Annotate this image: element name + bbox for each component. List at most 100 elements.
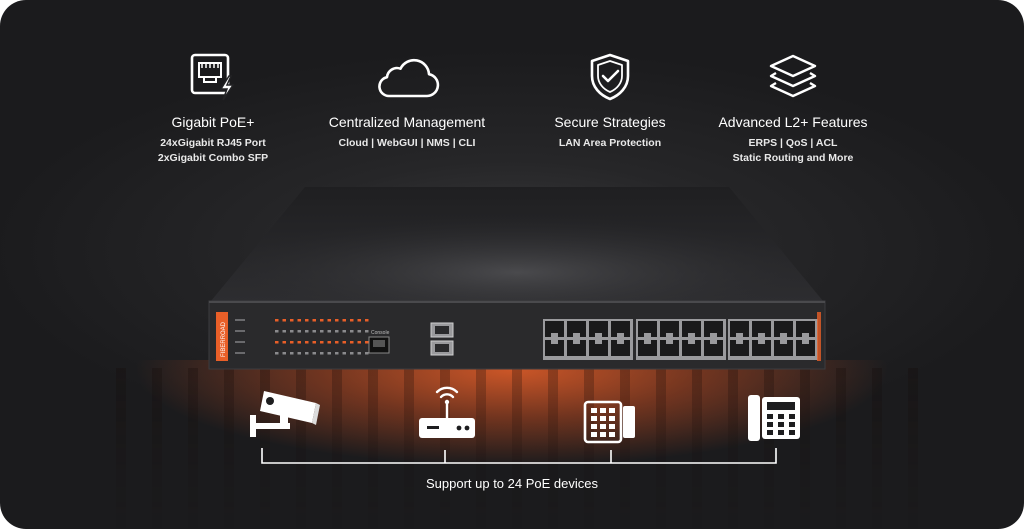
rj45-port-tab — [666, 333, 673, 337]
brand-text: FIBERROAD — [221, 321, 227, 357]
port-led — [365, 341, 369, 344]
rj45-port-tab — [551, 333, 558, 337]
port-led — [282, 330, 286, 333]
port-led — [275, 352, 279, 355]
port-led — [320, 341, 324, 344]
rj45-port-tab — [780, 333, 787, 337]
feature-detail: ERPS | QoS | ACL — [748, 137, 838, 149]
rj45-port-tab — [551, 340, 558, 344]
rj45-port-tab — [710, 340, 717, 344]
port-led — [342, 352, 346, 355]
port-led — [275, 341, 279, 344]
rj45-port — [796, 321, 815, 337]
port-led — [297, 352, 301, 355]
camera-icon — [246, 385, 322, 441]
port-led — [297, 330, 301, 333]
feature-advanced-l2: Advanced L2+ Features ERPS | QoS | ACL S… — [683, 52, 903, 166]
brand-strip — [216, 312, 228, 361]
rj45-port — [589, 340, 608, 356]
port-led — [305, 352, 309, 355]
rj45-port — [704, 321, 723, 337]
port-led — [305, 319, 309, 322]
port-led — [365, 319, 369, 322]
feature-title: Advanced L2+ Features — [718, 114, 868, 130]
rj45-port-tab — [617, 333, 624, 337]
orange-light-glow — [0, 360, 1024, 529]
rj45-port-tab — [688, 333, 695, 337]
feature-detail: LAN Area Protection — [558, 137, 662, 149]
rj45-port — [796, 340, 815, 356]
port-led — [327, 352, 331, 355]
rj45-port-tab — [595, 333, 602, 337]
rj45-port — [589, 321, 608, 337]
ip-phone-icon — [746, 393, 802, 443]
port-led — [305, 341, 309, 344]
port-led — [350, 352, 354, 355]
rj45-port-tab — [617, 340, 624, 344]
rj45-port — [638, 340, 657, 356]
port-led — [297, 319, 301, 322]
port-led — [342, 341, 346, 344]
shield-check-icon — [500, 52, 720, 102]
port-led — [335, 330, 339, 333]
rj45-port — [704, 340, 723, 356]
rj45-port — [730, 340, 749, 356]
port-led — [327, 330, 331, 333]
poe-switch-image: FIBERROAD Console — [208, 187, 826, 370]
rj45-port-tab — [780, 340, 787, 344]
feature-title: Centralized Management — [328, 114, 486, 130]
port-led — [275, 319, 279, 322]
port-led — [282, 341, 286, 344]
feature-title: Secure Strategies — [554, 114, 666, 130]
port-led — [350, 330, 354, 333]
rj45-port-tab — [758, 340, 765, 344]
feature-detail: Cloud | WebGUI | NMS | CLI — [338, 137, 476, 149]
feature-detail: 2xGigabit Combo SFP — [157, 152, 269, 164]
port-led — [357, 330, 361, 333]
rj45-port-tab — [710, 333, 717, 337]
wifi-router-icon — [415, 380, 479, 442]
port-led — [320, 352, 324, 355]
port-led — [335, 352, 339, 355]
rj45-port-tab — [666, 340, 673, 344]
feature-centralized-management: Centralized Management Cloud | WebGUI | … — [297, 52, 517, 151]
feature-gigabit-poe: Gigabit PoE+ 24xGigabit RJ45 Port 2xGiga… — [103, 52, 323, 166]
port-led — [290, 341, 294, 344]
port-led — [312, 319, 316, 322]
rj45-port-tab — [573, 340, 580, 344]
light-rays — [90, 368, 934, 529]
access-keypad-icon — [583, 400, 637, 444]
rj45-port — [752, 321, 771, 337]
rj45-port-tab — [758, 333, 765, 337]
layers-icon — [683, 52, 903, 102]
port-led — [342, 330, 346, 333]
rj45-port — [774, 340, 793, 356]
feature-detail: Static Routing and More — [732, 152, 854, 164]
port-led — [312, 330, 316, 333]
rj45-port — [611, 321, 630, 337]
rj45-port — [660, 321, 679, 337]
port-led — [350, 319, 354, 322]
port-led-matrix — [275, 319, 369, 355]
port-led — [312, 341, 316, 344]
console-label: Console — [371, 330, 390, 336]
rj45-port-tab — [573, 333, 580, 337]
port-led — [305, 330, 309, 333]
port-led — [357, 341, 361, 344]
rj45-port — [774, 321, 793, 337]
port-led — [290, 352, 294, 355]
port-led — [365, 330, 369, 333]
port-led — [357, 319, 361, 322]
port-led — [342, 319, 346, 322]
rj45-port-tab — [736, 340, 743, 344]
port-led — [327, 341, 331, 344]
rj45-port-tab — [802, 333, 809, 337]
port-led — [290, 319, 294, 322]
feature-secure-strategies: Secure Strategies LAN Area Protection — [500, 52, 720, 151]
rj45-port-tab — [595, 340, 602, 344]
poe-devices-caption: Support up to 24 PoE devices — [425, 476, 598, 491]
rj45-port — [682, 340, 701, 356]
rj45-poe-icon — [103, 52, 323, 102]
